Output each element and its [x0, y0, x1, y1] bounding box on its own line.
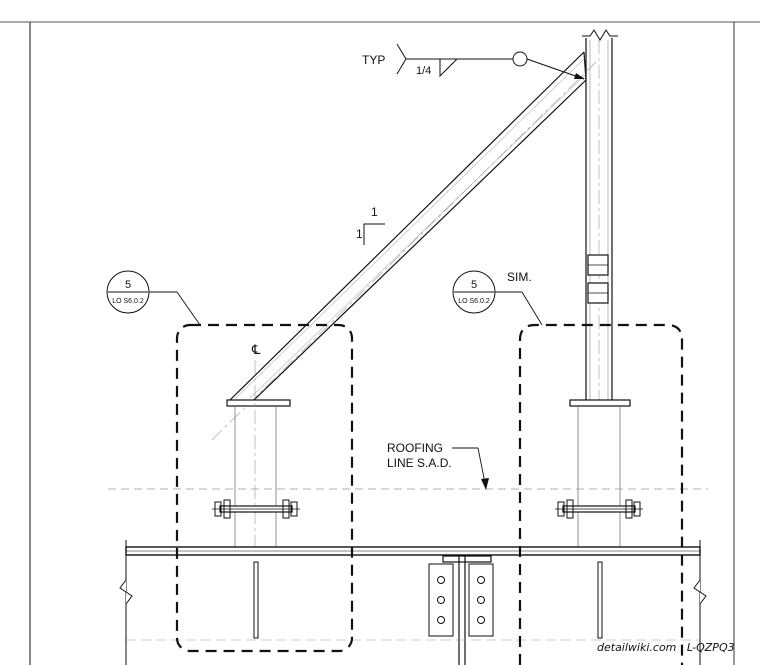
slope-symbol: 1 1	[356, 205, 385, 245]
detail-boundaries	[175, 323, 684, 665]
centerline-mark: ℄	[251, 342, 261, 357]
roofing-note: ROOFING LINE S.A.D.	[387, 441, 452, 470]
detail-callout-right: 5 LO S6.0.2 SIM.	[452, 270, 532, 314]
steel-beam	[119, 540, 707, 665]
detail-callout-left: 5 LO S6.0.2	[106, 270, 150, 314]
callout-number: 5	[125, 279, 131, 291]
weld-symbol: TYP 1/4	[362, 43, 585, 80]
callout-sheet: LO S6.0.2	[112, 298, 144, 305]
roofing-note-line-1: ROOFING	[387, 441, 443, 455]
weld-size-label: 1/4	[416, 65, 431, 77]
callout-note: SIM.	[507, 270, 532, 284]
callout-sheet: LO S6.0.2	[458, 298, 490, 305]
roofing-note-line-2: LINE S.A.D.	[387, 456, 452, 470]
watermark-text: detailwiki.com · L-QZPQ3	[597, 641, 735, 654]
slope-run-label: 1	[356, 227, 363, 241]
diagonal-brace	[211, 51, 597, 441]
callout-number: 5	[471, 279, 477, 291]
sheet-frame	[0, 21, 760, 665]
vertical-pipe-column	[582, 29, 618, 400]
left-post-assembly	[212, 360, 300, 560]
leader-lines	[149, 291, 543, 490]
detail-boundary-right	[518, 323, 684, 665]
detail-boundary-left	[175, 323, 354, 653]
right-post-assembly	[555, 399, 643, 555]
slope-rise-label: 1	[371, 205, 378, 219]
weld-typ-label: TYP	[362, 53, 385, 67]
